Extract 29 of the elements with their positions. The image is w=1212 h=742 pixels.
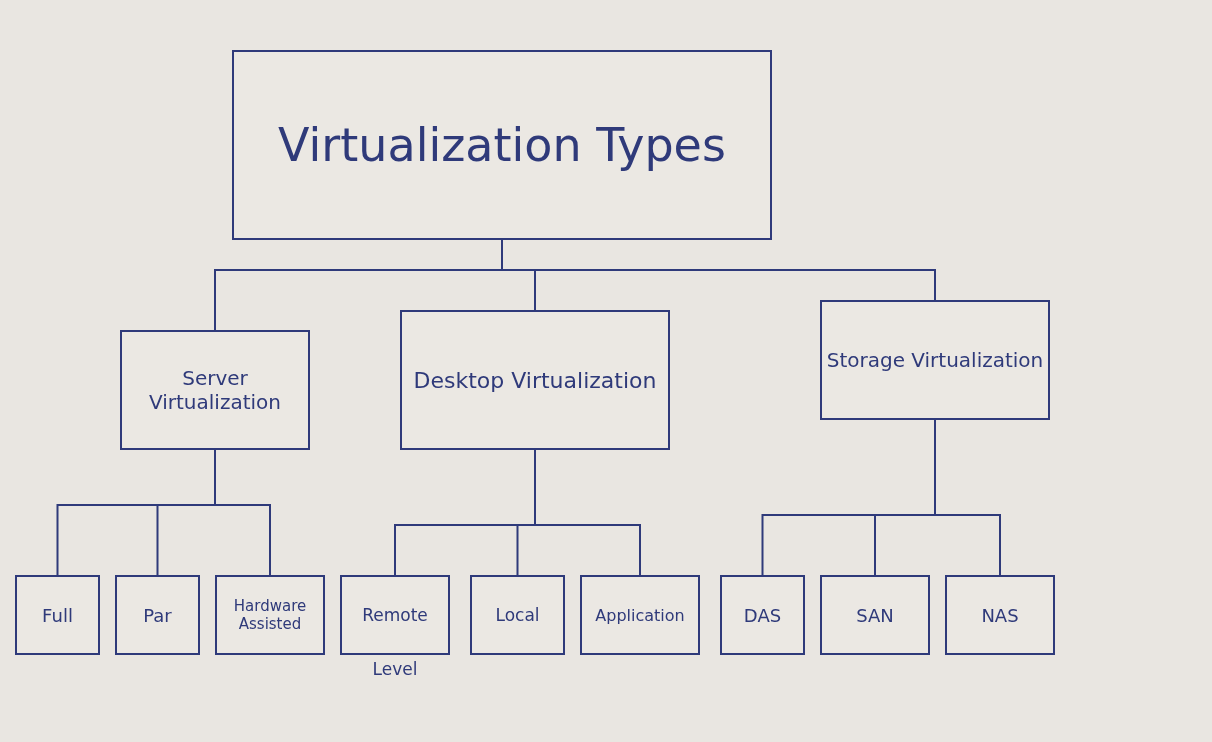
node-label: DAS xyxy=(742,603,783,628)
category-box xyxy=(720,575,805,655)
connector-line xyxy=(534,449,641,576)
category-box xyxy=(120,330,310,450)
side-note: Level xyxy=(371,659,419,679)
node-label: Remote xyxy=(361,604,429,627)
node-label: Virtualization Types xyxy=(277,117,727,174)
category-box xyxy=(580,575,700,655)
category-box xyxy=(470,575,565,655)
node-label: NAS xyxy=(980,603,1020,628)
category-box xyxy=(820,300,1050,420)
category-box xyxy=(945,575,1055,655)
node-label: Server Virtualization xyxy=(148,365,282,416)
connector-line xyxy=(214,449,271,576)
node-label: Storage Virtualization xyxy=(825,347,1045,374)
category-box xyxy=(820,575,930,655)
title-box xyxy=(232,50,772,240)
category-box xyxy=(215,575,325,655)
category-box xyxy=(115,575,200,655)
node-label: Desktop Virtualization xyxy=(412,366,658,395)
node-label: Par xyxy=(142,603,173,628)
node-label: SAN xyxy=(855,603,895,628)
node-label: Application xyxy=(594,604,686,627)
category-box xyxy=(400,310,670,450)
node-label: Local xyxy=(494,604,541,627)
node-label: Full xyxy=(41,603,74,628)
category-box xyxy=(15,575,100,655)
connector-line xyxy=(934,419,1001,576)
node-label: Hardware Assisted xyxy=(232,596,308,635)
